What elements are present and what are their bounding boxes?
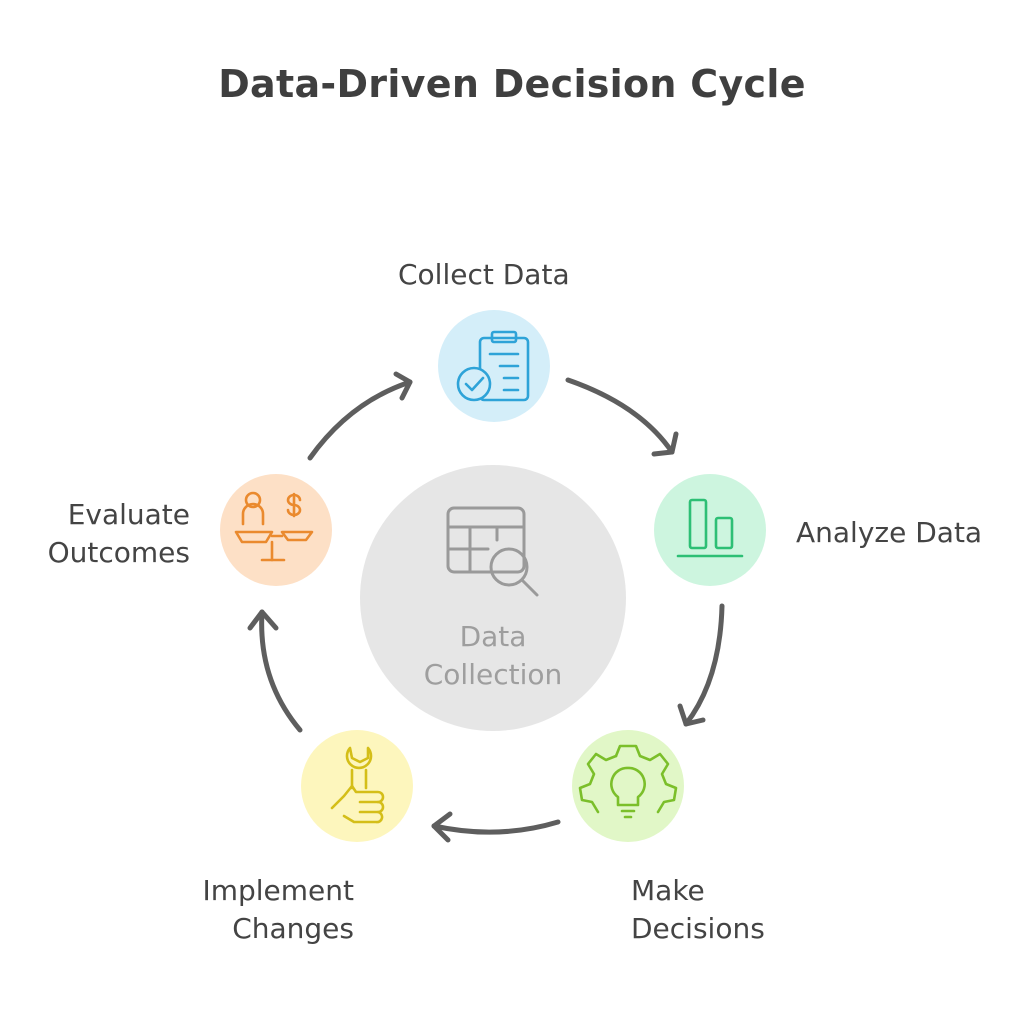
label-line: Collect Data <box>398 258 570 291</box>
arrow-evaluate-to-collect <box>307 379 413 461</box>
arrow-collect-to-analyze <box>565 377 675 455</box>
make-decisions-circle <box>572 730 684 842</box>
arrow-implement-to-evaluate <box>259 609 303 733</box>
label-line: Evaluate <box>67 498 190 531</box>
analyze-data-circle <box>654 474 766 586</box>
label-make-decisions: Make Decisions <box>631 872 765 948</box>
collect-data-circle <box>438 310 550 422</box>
cycle-arrows <box>247 371 725 843</box>
clipboard-check-icon <box>456 330 530 402</box>
scale-balance-icon <box>234 491 314 562</box>
label-analyze-data: Analyze Data <box>796 514 982 552</box>
label-line: Make <box>631 874 705 907</box>
arrow-decisions-to-implement <box>431 819 561 835</box>
arrow-analyze-to-decisions <box>683 603 725 727</box>
evaluate-outcomes-circle <box>220 474 332 586</box>
label-line: Decisions <box>631 912 765 945</box>
label-collect-data: Collect Data <box>398 256 570 294</box>
center-label-line-2: Collection <box>423 658 563 691</box>
implement-changes-circle <box>301 730 413 842</box>
label-line: Analyze Data <box>796 516 983 549</box>
wrench-thumbs-up-icon <box>330 746 385 824</box>
label-line: Changes <box>232 912 354 945</box>
label-line: Outcomes <box>47 536 190 569</box>
center-label-line-1: Data <box>459 620 527 653</box>
diagram-title: Data-Driven Decision Cycle <box>218 62 806 106</box>
label-evaluate-outcomes: Evaluate Outcomes <box>20 496 190 572</box>
label-line: Implement <box>202 874 354 907</box>
bar-chart-icon <box>676 498 744 558</box>
center-circle <box>360 465 626 731</box>
center-label: Data Collection <box>380 618 606 694</box>
label-implement-changes: Implement Changes <box>184 872 354 948</box>
gear-lightbulb-icon <box>578 744 678 819</box>
table-search-icon <box>446 506 539 597</box>
